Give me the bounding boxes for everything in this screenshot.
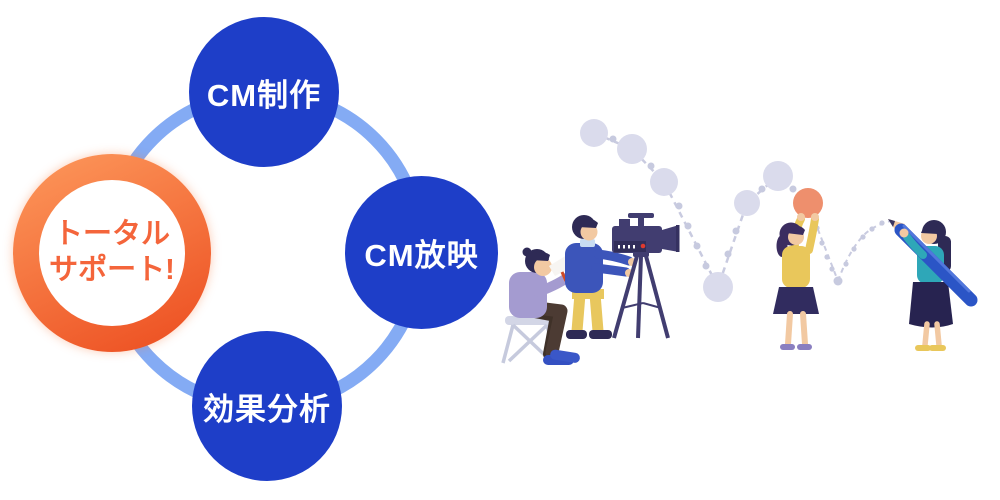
total-support-badge: トータル サポート! xyxy=(13,154,211,352)
woman-holding-data-point xyxy=(773,213,819,350)
video-camera-tripod xyxy=(612,213,680,339)
operator-collar xyxy=(580,239,595,247)
director-face xyxy=(534,258,552,276)
presenter-shoe xyxy=(780,344,795,350)
operator-shoe xyxy=(589,330,612,339)
operator-hips xyxy=(572,289,604,299)
chart-data-points xyxy=(580,119,793,302)
chart-line-drawn-by-pencil xyxy=(837,220,892,282)
step-circle-cm-production: CM制作 xyxy=(189,17,339,167)
camera-handle-stem xyxy=(638,217,644,227)
analyst-leg xyxy=(934,321,942,348)
analyst-skirt xyxy=(909,282,953,328)
data-point xyxy=(734,190,760,216)
presenter-arm xyxy=(805,215,819,254)
analyst-shoe xyxy=(915,345,931,351)
camera-lens-hood xyxy=(662,225,679,252)
step-label: CM放映 xyxy=(364,238,479,273)
highlight-data-point xyxy=(793,188,823,218)
data-point xyxy=(650,168,678,196)
director-with-megaphone xyxy=(501,247,589,365)
presenter-fringe xyxy=(786,225,805,235)
data-point xyxy=(580,119,608,147)
tripod-brace xyxy=(642,302,662,309)
presenter-shoe xyxy=(797,344,812,350)
data-point xyxy=(617,134,647,164)
analyst-fringe xyxy=(921,225,939,234)
chart-small-dots xyxy=(609,135,885,286)
operator-arm xyxy=(593,249,634,266)
presenter-leg xyxy=(785,311,793,347)
presenter-leg xyxy=(800,311,808,347)
camera-viewfinder xyxy=(619,219,630,227)
pencil-highlight xyxy=(902,224,971,293)
operator-sweater xyxy=(565,243,603,293)
woman-drawing-with-pencil xyxy=(888,219,978,351)
director-shoe xyxy=(550,349,580,363)
data-point xyxy=(763,161,793,191)
presenter-top xyxy=(782,246,810,288)
analyst-shoe xyxy=(929,345,946,351)
pencil-graphite xyxy=(888,219,895,227)
badge-text-line1: トータル xyxy=(53,218,170,251)
step-label: 効果分析 xyxy=(203,391,331,427)
badge-text-line2: サポート! xyxy=(49,254,175,286)
presenter-hand xyxy=(797,213,805,221)
presenter-skirt xyxy=(773,287,819,314)
operator-arm xyxy=(591,263,631,277)
step-label: CM制作 xyxy=(206,77,322,113)
camera-handle xyxy=(628,213,654,218)
analyst-hand xyxy=(899,228,909,238)
presenter-hand xyxy=(811,213,819,221)
operator-leg xyxy=(571,288,586,337)
camera-record-light xyxy=(640,243,646,249)
tripod-brace xyxy=(621,302,644,309)
analyst-arm xyxy=(903,233,927,259)
camera-control-ticks xyxy=(618,245,635,249)
director-fringe xyxy=(531,252,550,261)
analyst-leg xyxy=(922,321,930,348)
step-circle-effect-analysis: 効果分析 xyxy=(192,331,342,481)
director-body xyxy=(509,272,547,318)
operator-fringe xyxy=(578,219,598,228)
step-circle-cm-broadcast: CM放映 xyxy=(345,176,498,329)
total-support-badge-inner: トータル サポート! xyxy=(39,180,185,326)
tripod-legs xyxy=(612,255,670,339)
data-point xyxy=(703,272,733,302)
camera-operator xyxy=(565,215,636,339)
camera-lens-front xyxy=(676,225,680,252)
operator-shoe xyxy=(566,330,587,339)
trend-line-chart xyxy=(580,119,892,302)
operator-leg xyxy=(589,288,604,337)
